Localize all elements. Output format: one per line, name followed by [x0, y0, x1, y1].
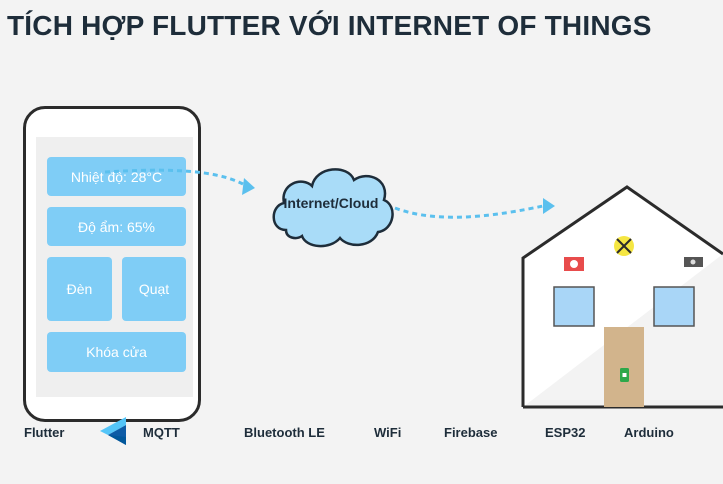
page-title: TÍCH HỢP FLUTTER VỚI INTERNET OF THINGS: [7, 10, 652, 41]
internet-cloud: Internet/Cloud: [268, 162, 398, 252]
door: [604, 327, 644, 407]
light-tile[interactable]: Đèn: [47, 257, 112, 321]
phone-to-cloud-arrow: [104, 168, 244, 186]
cloud-icon: [272, 168, 394, 248]
smartphone: Nhiệt độ: 28°C Độ ẩm: 65% Đèn Quạt Khóa …: [23, 106, 201, 422]
tech-label-firebase: Firebase: [444, 425, 498, 440]
tech-label-arduino: Arduino: [624, 425, 674, 440]
tech-label-ble: Bluetooth LE: [244, 425, 325, 440]
light-bulb-icon: [614, 236, 634, 256]
temperature-tile[interactable]: Nhiệt độ: 28°C: [47, 157, 186, 196]
tech-label-wifi: WiFi: [374, 425, 402, 440]
phone-to-cloud-arrowhead: [242, 178, 255, 195]
smart-house: [521, 185, 723, 409]
tech-label-flutter: Flutter: [24, 425, 65, 440]
door-lock-tile[interactable]: Khóa cửa: [47, 332, 186, 372]
cloud-to-house-arrow: [394, 204, 544, 219]
humidity-tile[interactable]: Độ ẩm: 65%: [47, 207, 186, 246]
flutter-logo-icon: [100, 417, 126, 445]
tech-label-mqtt: MQTT: [143, 425, 180, 440]
tech-label-esp32: ESP32: [545, 425, 586, 440]
window-left: [553, 286, 595, 327]
window-right: [653, 286, 695, 327]
cloud-to-house-arrowhead: [543, 198, 555, 214]
phone-screen: Nhiệt độ: 28°C Độ ẩm: 65% Đèn Quạt Khóa …: [36, 137, 193, 397]
house-outline: [521, 185, 723, 407]
fan-tile[interactable]: Quạt: [122, 257, 186, 321]
cloud-label: Internet/Cloud: [283, 195, 379, 211]
